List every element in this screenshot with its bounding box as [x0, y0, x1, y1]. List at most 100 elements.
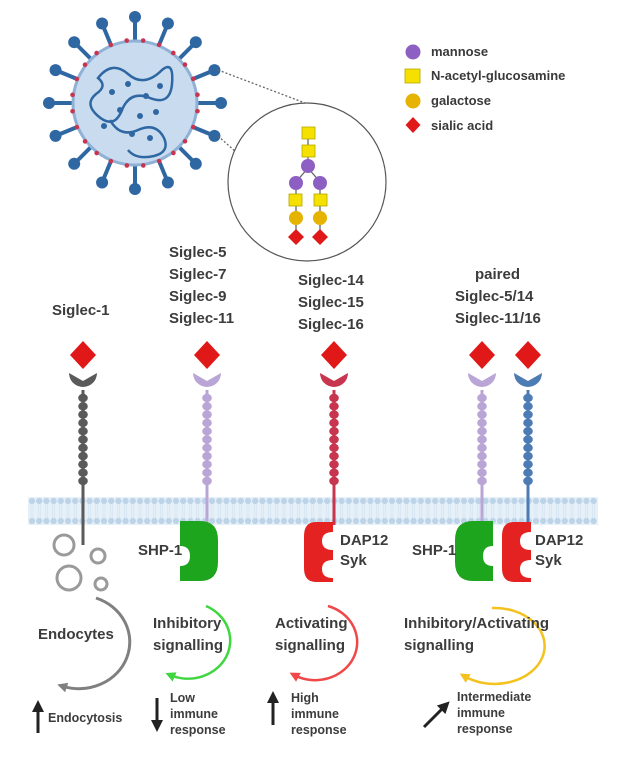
virus-sialic-mark	[182, 139, 188, 144]
virus-sialic-mark	[74, 76, 80, 82]
lipid-head	[381, 497, 388, 505]
lipid-head	[388, 497, 396, 505]
shp1-protein	[455, 521, 493, 581]
lipid-head	[295, 497, 302, 505]
receptor-name: Siglec-9	[169, 288, 227, 305]
shp1-label: SHP-1	[138, 542, 183, 559]
lipid-head	[108, 517, 115, 525]
virus-spike	[101, 159, 114, 180]
lipid-head	[496, 497, 504, 505]
legend-mannose: mannose	[431, 44, 489, 59]
lipid-head	[302, 497, 309, 505]
lipid-head	[453, 517, 460, 525]
receptor-name: paired	[475, 266, 521, 283]
receptor-ig-domain	[477, 427, 487, 436]
lipid-head	[43, 497, 50, 505]
virus-spike-head	[43, 97, 55, 109]
lipid-head	[540, 517, 547, 525]
receptor-ig-domain	[78, 393, 88, 403]
lipid-head	[554, 497, 561, 505]
lipid-head	[396, 517, 403, 525]
virus-spike	[75, 145, 93, 163]
response-endocytosis: Endocytosis	[48, 711, 123, 725]
response-line: response	[457, 722, 513, 736]
lipid-head	[475, 497, 482, 505]
lipid-head	[576, 497, 583, 505]
lipid-head	[540, 497, 547, 505]
lipid-head	[460, 497, 468, 505]
virus-nucleocapsid	[129, 131, 135, 137]
receptor-name: Siglec-14	[298, 272, 364, 289]
virus-sialic-mark	[171, 50, 176, 56]
lipid-head	[583, 497, 590, 505]
shp1-protein	[180, 521, 218, 581]
receptor-ig-domain	[329, 460, 339, 469]
virus-sialic-mark	[108, 42, 114, 48]
lipid-head	[345, 517, 352, 525]
receptor-name: Siglec-11	[169, 310, 235, 327]
virus-spike-head	[189, 157, 202, 170]
outcome-inhibitory-activating: Inhibitory/Activating signalling	[404, 613, 549, 657]
virus-sialic-mark	[94, 150, 99, 156]
legend-galactose: galactose	[431, 93, 491, 108]
glycan-structure	[288, 126, 328, 245]
virus-spike-head	[49, 64, 62, 77]
receptor-ig-domain	[202, 393, 212, 403]
lipid-head	[388, 517, 396, 525]
virus-sialic-mark	[94, 50, 99, 56]
receptor-ig-domain	[329, 468, 339, 477]
lipid-head	[86, 497, 93, 505]
legend-sialic-acid: sialic acid	[431, 118, 494, 133]
lipid-head	[64, 517, 72, 525]
glycan-galactose	[289, 211, 303, 225]
virus-spike-head	[208, 129, 221, 142]
vesicle	[55, 564, 83, 592]
virus-spike-head	[49, 129, 62, 142]
galactose-icon	[405, 93, 421, 109]
lipid-head	[165, 497, 172, 505]
glycan-glcnac	[288, 193, 303, 207]
lipid-head	[367, 497, 374, 505]
response-line: Intermediate	[457, 690, 532, 704]
receptor-ig-domain	[78, 451, 88, 461]
receptor-ig-domain	[329, 476, 339, 486]
diagonal-up-arrow-icon	[422, 701, 450, 729]
lipid-head	[504, 497, 511, 505]
virus-spike	[191, 69, 212, 82]
receptor-v-domain	[69, 373, 97, 387]
virus-sialic-mark	[190, 76, 196, 82]
receptor-label-group3: Siglec-14 Siglec-15 Siglec-16	[298, 270, 364, 336]
lipid-head	[360, 497, 367, 505]
lipid-head	[532, 497, 540, 505]
vesicle	[93, 576, 109, 592]
lipid-head	[568, 517, 576, 525]
virus-sialic-mark	[156, 42, 162, 48]
lipid-head	[568, 497, 576, 505]
receptor-ig-domain	[477, 476, 487, 486]
virus-nucleocapsid	[137, 113, 143, 119]
lipid-head	[403, 497, 410, 505]
lipid-head	[180, 497, 187, 505]
glycan-galactose	[313, 211, 327, 225]
glycan-glcnac	[301, 126, 316, 140]
lipid-head	[259, 497, 266, 505]
receptor-ig-domain	[329, 427, 339, 436]
virus-spike-head	[161, 17, 174, 30]
lipid-head	[244, 497, 252, 505]
lipid-head	[518, 497, 525, 505]
receptor-ig-domain	[202, 418, 212, 428]
receptor-ig-domain	[78, 468, 88, 477]
lipid-head	[280, 497, 288, 505]
lipid-head	[410, 497, 417, 505]
lipid-head	[561, 517, 568, 525]
zoom-line	[217, 135, 237, 153]
receptor-ig-domain	[523, 402, 533, 411]
lipid-head	[468, 497, 475, 505]
receptor-ig-domain	[523, 410, 533, 419]
virus-spike-head	[208, 64, 221, 77]
virus-sialic-mark	[108, 158, 114, 164]
lipid-head	[561, 497, 568, 505]
receptor-name: Siglec-15	[298, 294, 364, 311]
receptor-name: Siglec-11/16	[455, 310, 541, 327]
receptor-v-domain	[514, 373, 542, 387]
